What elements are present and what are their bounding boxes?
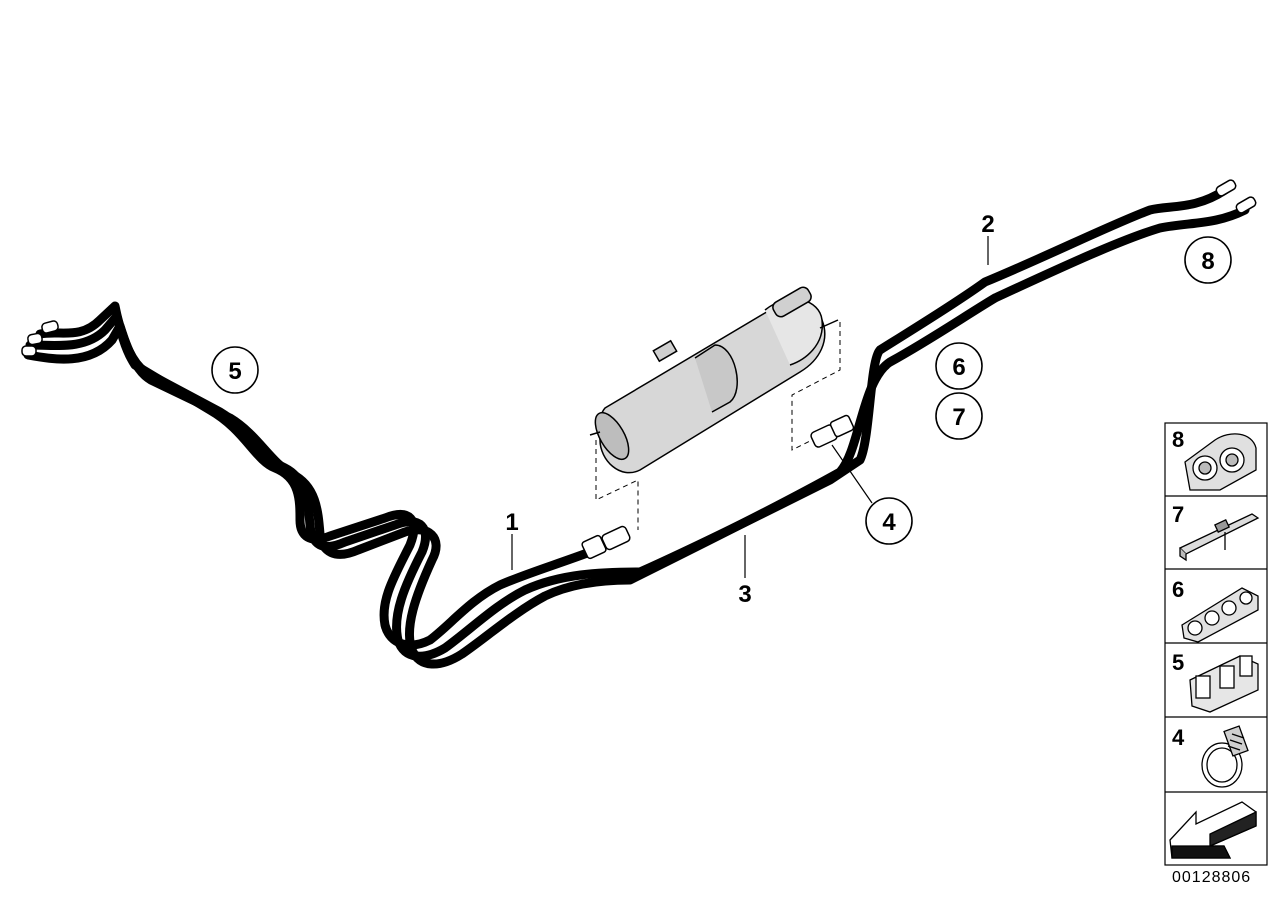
pipe-holder-icon [1189,655,1259,713]
legend-panel-5[interactable]: 5 [1172,650,1259,713]
arrow-left-icon [1169,801,1257,859]
callout-3: 3 [738,581,751,608]
callout-8[interactable]: 8 [1184,236,1232,284]
leader-dashes [595,322,841,530]
fuel-filter [589,286,839,474]
coupling-outlet [810,414,855,448]
double-pipe-clip-icon [1184,433,1257,491]
left-pipe-ends [21,320,59,357]
callout-7-text: 7 [952,404,965,431]
fuel-line-3 [23,205,1250,669]
legend-panel-6[interactable]: 6 [1172,577,1259,643]
callout-5[interactable]: 5 [211,346,259,394]
coupling-inlet [581,525,631,560]
callout-7[interactable]: 7 [935,392,983,440]
hose-clamp-icon [1201,725,1249,788]
right-pipe-ends [1215,179,1257,214]
callout-leaders [511,236,989,578]
legend-panel-8[interactable]: 8 [1172,427,1257,491]
fuel-line-1 [35,301,595,650]
callout-1: 1 [505,509,518,536]
callout-6-text: 6 [952,354,965,381]
legend-panel-7[interactable]: 7 [1172,502,1260,562]
diagram-id: 00128806 [1172,869,1252,886]
callout-6[interactable]: 6 [935,342,983,390]
callout-8-text: 8 [1201,248,1214,275]
callout-4-text: 4 [882,509,896,536]
legend-panel-stack: 8 7 6 [1164,422,1268,866]
legend-panel-arrow[interactable] [1169,801,1257,859]
fuel-lines [21,179,1257,669]
legend-panel-8-number: 8 [1172,427,1184,452]
legend-panel-5-number: 5 [1172,650,1184,675]
legend-panel-4-number: 4 [1172,725,1185,750]
callout-5-text: 5 [228,358,241,385]
legend-panel-4[interactable]: 4 [1172,725,1249,788]
multi-pipe-holder-icon [1181,587,1259,643]
legend-panel-7-number: 7 [1172,502,1184,527]
callout-4[interactable]: 4 [865,497,913,545]
mounting-bracket-icon [1178,513,1260,562]
legend-panel-6-number: 6 [1172,577,1184,602]
callout-2: 2 [981,211,994,238]
